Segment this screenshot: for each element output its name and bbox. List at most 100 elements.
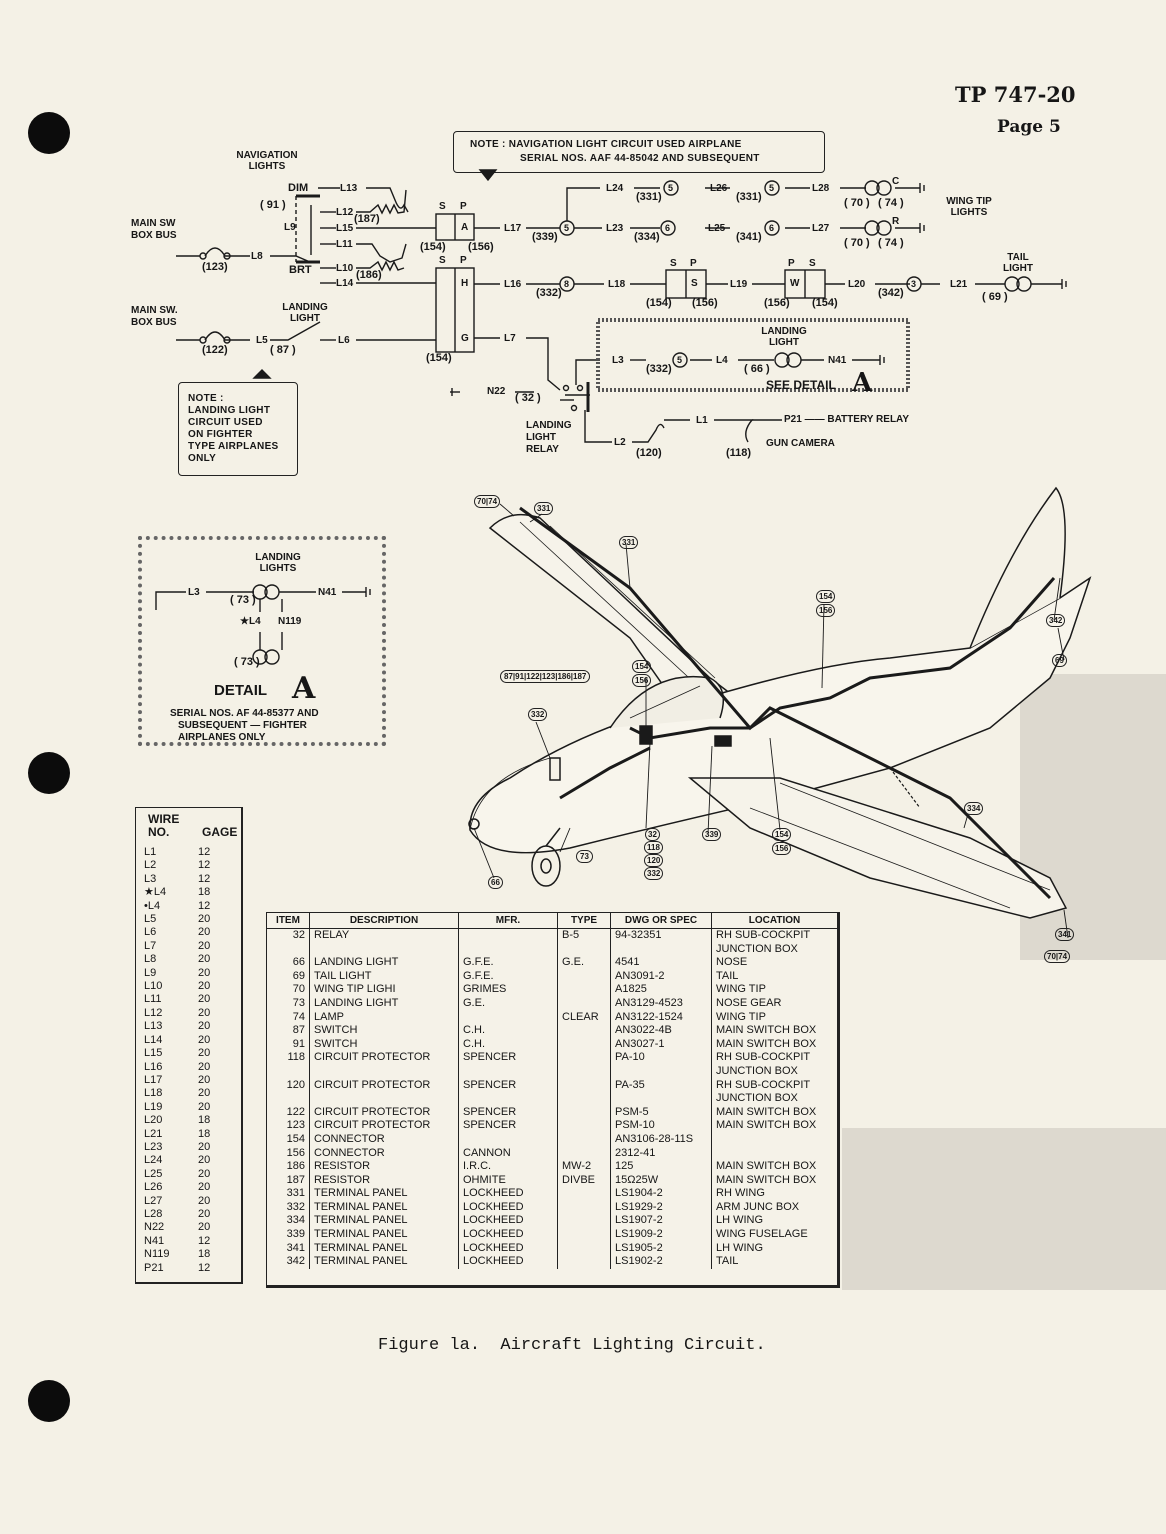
callout-row: 87|91|122|123|186|187 [500, 670, 591, 683]
item-154-d: (154) [812, 297, 838, 309]
landing-note-line: NOTE : [188, 393, 224, 404]
item-154-b: (154) [426, 352, 452, 364]
wire-gage: 20 [198, 1221, 211, 1234]
wire-l14: L14 [336, 278, 354, 289]
parts-cell-location: RH SUB-COCKPIT [716, 1078, 811, 1091]
item-118: (118) [726, 447, 752, 459]
detail-a-title: LANDING LIGHTS [255, 552, 301, 574]
conn-p-s: P [690, 258, 697, 269]
parts-cell-location: LH WING [716, 1214, 764, 1227]
see-detail-label: SEE DETAIL [766, 378, 836, 392]
wire-gage: 20 [198, 1087, 211, 1100]
parts-cell-description: LANDING LIGHT [309, 996, 459, 1011]
wire-gage: 18 [198, 886, 211, 899]
wire-l1: L1 [696, 415, 708, 426]
parts-cell-item: 154 [267, 1132, 310, 1147]
parts-cell-description: TERMINAL PANEL [309, 1241, 459, 1256]
item-87: ( 87 ) [270, 344, 296, 356]
wire-gage: 20 [198, 1140, 211, 1153]
parts-cell-mfr: G.F.E. [458, 969, 558, 984]
parts-cell-item: 339 [267, 1228, 310, 1242]
parts-cell-location: TAIL [716, 969, 739, 982]
parts-cell-description: TERMINAL PANEL [309, 1200, 459, 1215]
parts-cell-mfr: SPENCER [458, 1119, 558, 1133]
item-32: ( 32 ) [515, 392, 541, 404]
parts-cell-item: 118 [267, 1051, 310, 1065]
parts-cell-type: CLEAR [557, 1010, 611, 1025]
parts-cell-description: TERMINAL PANEL [309, 1214, 459, 1229]
wire-gage: 20 [198, 1154, 211, 1167]
parts-row: JUNCTION BOX [267, 1064, 837, 1079]
parts-cell-dwg: PSM-5 [610, 1105, 712, 1120]
parts-cell-dwg: PSM-10 [610, 1119, 712, 1133]
wire-number: L28 [144, 1207, 163, 1220]
callout-341: 341 [1055, 928, 1075, 941]
parts-cell-location: NOSE GEAR [716, 996, 782, 1009]
parts-cell-location: RH SUB-COCKPIT [716, 929, 811, 941]
wire-l6: L6 [338, 335, 350, 346]
callout-331-a: 331 [534, 502, 554, 515]
wire-number: L18 [144, 1087, 163, 1100]
navigation-note-line2: SERIAL NOS. AAF 44-85042 AND SUBSEQUENT [520, 153, 760, 164]
wire-number: L1 [144, 846, 157, 858]
parts-cell-item [267, 1064, 310, 1079]
callout-154-a: 154 [816, 590, 836, 603]
wire-n41: N41 [828, 355, 847, 366]
parts-cell-type: MW-2 [557, 1160, 611, 1174]
parts-cell-mfr: I.R.C. [458, 1160, 558, 1174]
parts-table-header-row: ITEM DESCRIPTION MFR. TYPE DWG OR SPEC L… [267, 913, 837, 929]
wire-l18: L18 [608, 279, 626, 290]
parts-cell-item: 87 [267, 1024, 310, 1038]
wire-number: L13 [144, 1020, 163, 1033]
conn-s-h: S [439, 255, 446, 266]
parts-cell-description: CONNECTOR [309, 1132, 459, 1147]
parts-cell-dwg: LS1929-2 [610, 1200, 712, 1215]
callout-154-c: 154 [772, 828, 792, 841]
conn-s: S [691, 278, 698, 289]
parts-cell-mfr: SPENCER [458, 1078, 558, 1093]
wire-gage: 20 [198, 913, 211, 926]
parts-cell-dwg: AN3106-28-11S [610, 1132, 712, 1147]
parts-cell-type: B-5 [557, 928, 611, 943]
item-331-a: (331) [636, 191, 662, 203]
wire-l9: L9 [284, 222, 296, 233]
callout-32: 32 [645, 828, 660, 841]
detail-a-letter: A [292, 671, 316, 706]
wire-gage: 20 [198, 1073, 211, 1086]
detail-a-l4: ★L4 [240, 616, 261, 627]
landing-light-relay-label: LANDING LIGHT RELAY [526, 420, 572, 455]
item-334: (334) [634, 231, 660, 243]
parts-cell-mfr [458, 1092, 558, 1106]
circle-5-d: 5 [677, 355, 683, 365]
parts-cell-type [557, 1105, 611, 1120]
parts-cell-description: SWITCH [309, 1024, 459, 1038]
conn-a: A [461, 222, 469, 233]
parts-cell-location: JUNCTION BOX [716, 942, 798, 955]
wire-l15: L15 [336, 223, 354, 234]
item-342: (342) [878, 287, 904, 299]
lighting-schematic [176, 169, 1067, 443]
lamp-r: R [892, 216, 900, 227]
parts-cell-type [557, 1037, 611, 1052]
wire-number: L24 [144, 1154, 163, 1167]
parts-cell-type [557, 1064, 611, 1079]
parts-cell-mfr: SPENCER [458, 1051, 558, 1065]
wire-number: L20 [144, 1114, 163, 1127]
parts-cell-location: ARM JUNC BOX [716, 1200, 800, 1213]
parts-cell-dwg: AN3022-4B [610, 1024, 712, 1038]
parts-cell-dwg: AN3027-1 [610, 1037, 712, 1052]
parts-cell-item: 91 [267, 1037, 310, 1052]
callout-70-74-b: 70|74 [1044, 950, 1071, 963]
wire-l12: L12 [336, 207, 354, 218]
parts-cell-description: RELAY [309, 928, 459, 943]
wire-l17: L17 [504, 223, 522, 234]
